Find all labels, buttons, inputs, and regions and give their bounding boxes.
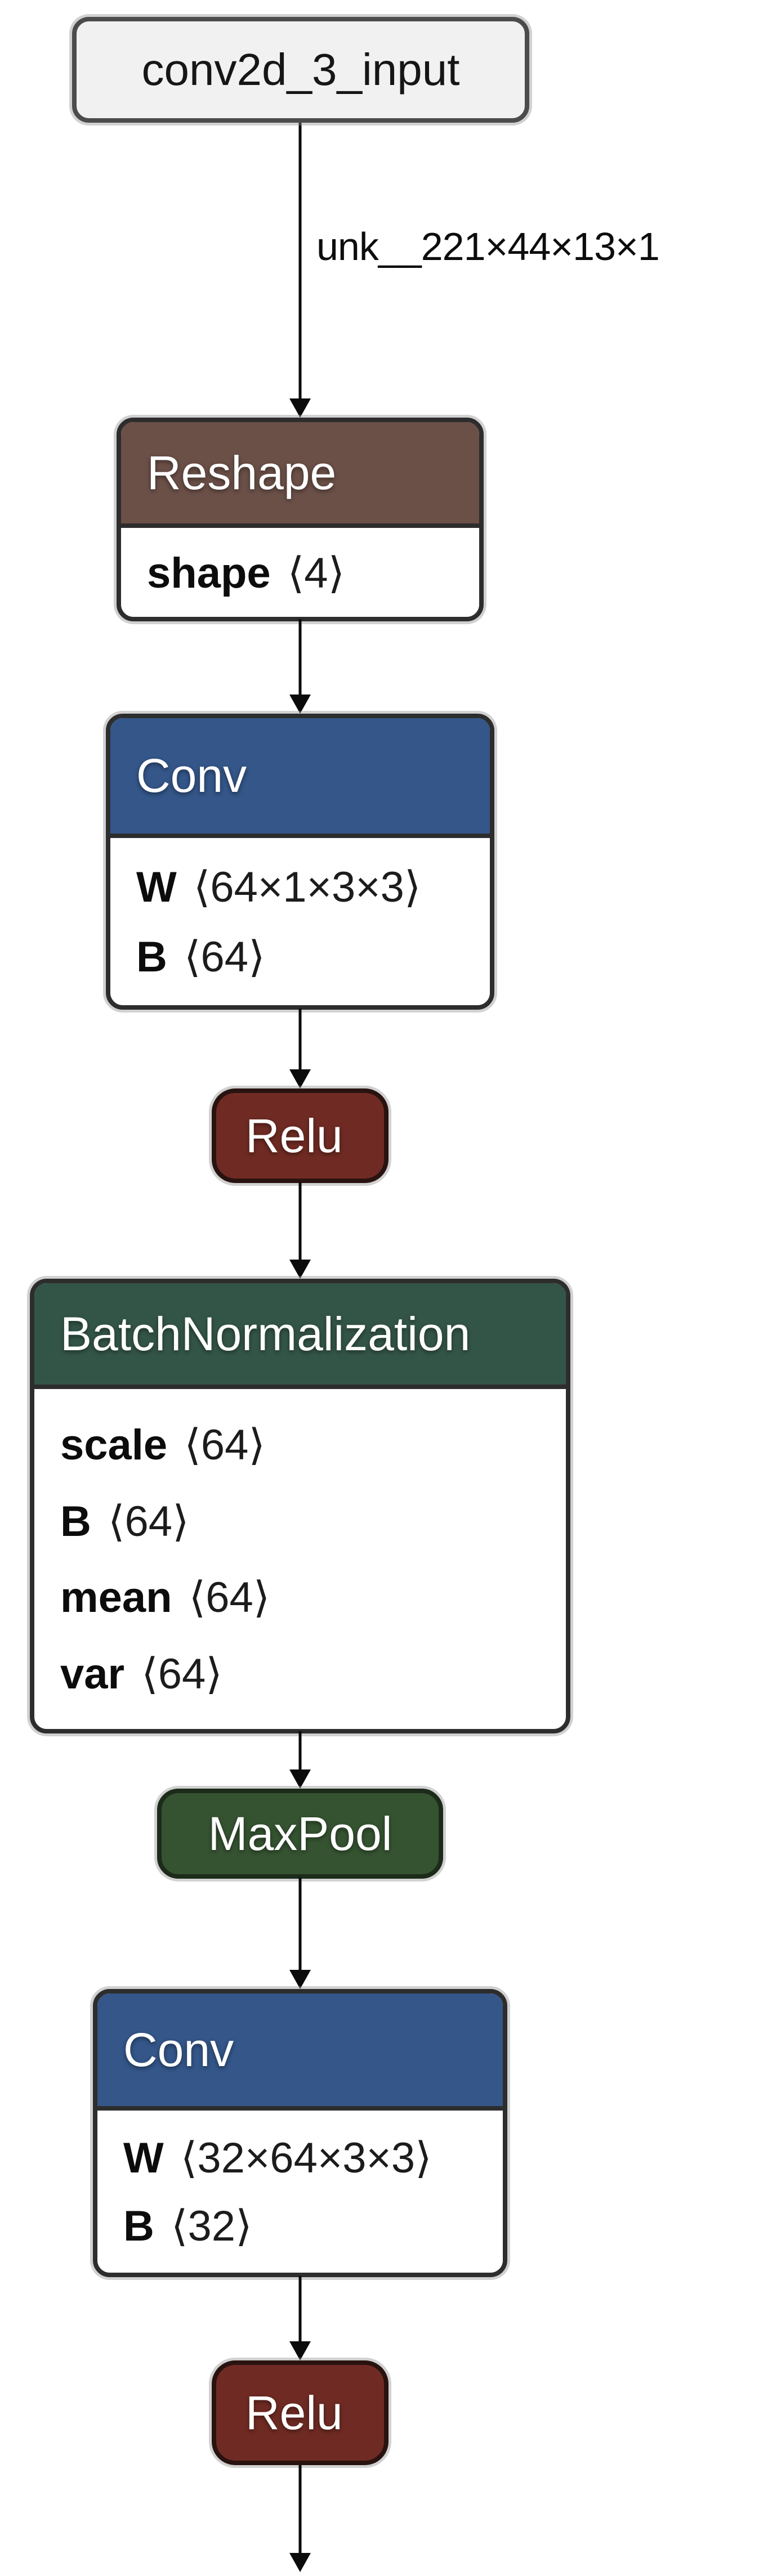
- edge-batchnorm-maxpool: [289, 1731, 311, 1789]
- node-maxpool-title: MaxPool: [208, 1807, 392, 1860]
- attr-row: B ⟨64⟩: [136, 931, 265, 982]
- edge-line: [298, 1009, 302, 1074]
- edge-conv-relu: [289, 1009, 311, 1088]
- arrowhead-icon: [289, 2553, 311, 2572]
- arrowhead-icon: [289, 695, 311, 714]
- attr-key: scale: [60, 1421, 168, 1470]
- node-conv-1[interactable]: Conv W ⟨64×1×3×3⟩ B ⟨64⟩: [106, 714, 494, 1010]
- attr-key: B: [60, 1497, 91, 1545]
- node-conv-1-attrs: W ⟨64×1×3×3⟩ B ⟨64⟩: [110, 838, 490, 1005]
- node-conv2d-3-input[interactable]: conv2d_3_input: [72, 17, 529, 123]
- attr-key: W: [123, 2134, 164, 2183]
- edge-line: [298, 1878, 302, 1974]
- arrowhead-icon: [289, 1769, 311, 1789]
- attr-row: shape ⟨4⟩: [147, 548, 345, 598]
- edge-tensor-shape-label: unk__221×44×13×1: [316, 225, 660, 268]
- arrowhead-icon: [289, 1970, 311, 1989]
- edge-conv-relu-2: [289, 2276, 311, 2360]
- node-batchnormalization-attrs: scale ⟨64⟩ B ⟨64⟩ mean ⟨64⟩ var ⟨64⟩: [34, 1389, 566, 1729]
- node-relu-1-title: Relu: [245, 1109, 343, 1162]
- input-node-label: conv2d_3_input: [141, 44, 460, 95]
- attr-key: var: [60, 1650, 125, 1698]
- node-reshape-attrs: shape ⟨4⟩: [121, 528, 479, 617]
- arrowhead-icon: [289, 1260, 311, 1279]
- edge-reshape-conv: [289, 619, 311, 714]
- attr-value: ⟨64⟩: [184, 933, 265, 981]
- attr-row: W ⟨32×64×3×3⟩: [123, 2133, 432, 2183]
- attr-key: mean: [60, 1574, 172, 1622]
- arrowhead-icon: [289, 1069, 311, 1088]
- attr-key: B: [123, 2202, 154, 2250]
- attr-row: scale ⟨64⟩: [60, 1419, 265, 1470]
- attr-value: ⟨4⟩: [287, 549, 345, 597]
- attr-row: B ⟨32⟩: [123, 2201, 252, 2251]
- edge-line: [298, 619, 302, 699]
- node-conv-2-title: Conv: [97, 1993, 503, 2111]
- attr-row: mean ⟨64⟩: [60, 1572, 270, 1622]
- node-conv-2-attrs: W ⟨32×64×3×3⟩ B ⟨32⟩: [97, 2111, 503, 2273]
- node-maxpool[interactable]: MaxPool: [157, 1789, 443, 1879]
- attr-value: ⟨64⟩: [184, 1421, 266, 1470]
- node-reshape[interactable]: Reshape shape ⟨4⟩: [117, 418, 484, 621]
- edge-line: [298, 123, 302, 403]
- edge-maxpool-conv: [289, 1878, 311, 1989]
- edge-line: [298, 2465, 302, 2557]
- attr-row: var ⟨64⟩: [60, 1648, 222, 1699]
- node-batchnormalization[interactable]: BatchNormalization scale ⟨64⟩ B ⟨64⟩ mea…: [30, 1279, 570, 1733]
- node-reshape-title: Reshape: [121, 422, 479, 528]
- attr-value: ⟨64⟩: [141, 1650, 222, 1698]
- edge-line: [298, 1182, 302, 1264]
- node-relu-2-title: Relu: [245, 2386, 343, 2439]
- node-relu-1[interactable]: Relu: [212, 1088, 389, 1183]
- attr-row: W ⟨64×1×3×3⟩: [136, 862, 421, 912]
- arrowhead-icon: [289, 2341, 311, 2360]
- attr-value: ⟨64⟩: [189, 1574, 270, 1622]
- attr-key: shape: [147, 549, 271, 597]
- attr-row: B ⟨64⟩: [60, 1496, 189, 1546]
- edge-relu-next: [289, 2465, 311, 2572]
- edge-line: [298, 1731, 302, 1774]
- edge-relu-batchnorm: [289, 1182, 311, 1279]
- attr-value: ⟨64×1×3×3⟩: [193, 863, 421, 912]
- attr-value: ⟨32⟩: [171, 2202, 252, 2250]
- edge-line: [298, 2276, 302, 2346]
- attr-key: W: [136, 863, 177, 912]
- node-conv-2[interactable]: Conv W ⟨32×64×3×3⟩ B ⟨32⟩: [93, 1989, 507, 2277]
- attr-value: ⟨32×64×3×3⟩: [180, 2134, 432, 2183]
- arrowhead-icon: [289, 398, 311, 418]
- attr-value: ⟨64⟩: [108, 1497, 189, 1545]
- node-conv-1-title: Conv: [110, 718, 490, 838]
- attr-key: B: [136, 933, 167, 981]
- node-batchnormalization-title: BatchNormalization: [34, 1283, 566, 1389]
- node-relu-2[interactable]: Relu: [212, 2360, 389, 2465]
- edge-input-reshape: [289, 123, 311, 418]
